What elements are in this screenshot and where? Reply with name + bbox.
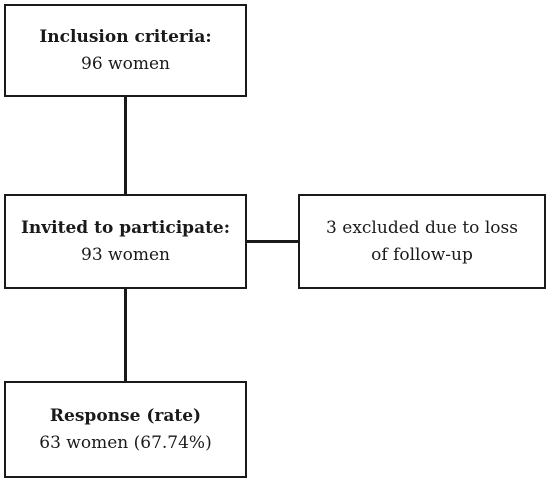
excluded-box: 3 excluded due to loss of follow-up bbox=[298, 194, 546, 289]
response-rate-box: Response (rate) 63 women (67.74%) bbox=[4, 381, 247, 478]
connector-invited-to-response bbox=[124, 289, 127, 381]
invited-count: 93 women bbox=[81, 244, 170, 265]
inclusion-criteria-box: Inclusion criteria: 96 women bbox=[4, 4, 247, 97]
response-count: 63 women (67.74%) bbox=[39, 432, 212, 453]
invited-to-participate-box: Invited to participate: 93 women bbox=[4, 194, 247, 289]
inclusion-criteria-title: Inclusion criteria: bbox=[39, 27, 212, 48]
connector-invited-to-excluded bbox=[247, 240, 298, 243]
response-title: Response (rate) bbox=[49, 406, 202, 427]
excluded-line-2: of follow-up bbox=[371, 244, 473, 265]
excluded-line-1: 3 excluded due to loss bbox=[326, 218, 518, 239]
inclusion-criteria-count: 96 women bbox=[81, 53, 170, 74]
invited-title: Invited to participate: bbox=[20, 218, 231, 239]
connector-inclusion-to-invited bbox=[124, 97, 127, 194]
